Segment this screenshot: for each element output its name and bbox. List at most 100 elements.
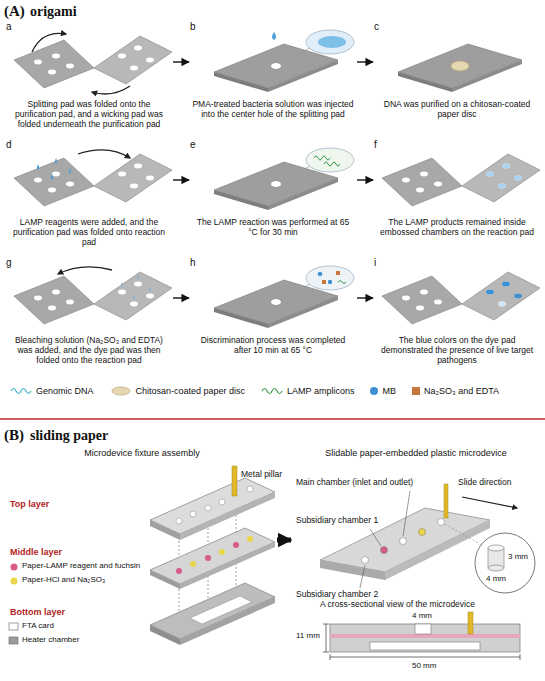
drawing-part [382, 272, 540, 324]
drawing-part [322, 280, 326, 284]
drawing-part [219, 499, 225, 505]
drawing-part [488, 545, 504, 551]
part-label: Subsidiary chamber 2 [296, 590, 378, 599]
drawing-part [280, 48, 310, 64]
step-caption: Splitting pad was folded onto the purifi… [6, 100, 172, 129]
legend-item: LAMP amplicons [261, 386, 354, 396]
view-title: A cross-sectional view of the microdevic… [320, 600, 475, 609]
drawing-part [205, 555, 211, 561]
strand-icon [262, 389, 282, 394]
drawing-part [272, 32, 276, 40]
drawing-part [360, 565, 365, 588]
drawing-part [326, 624, 327, 652]
drawing-part [306, 148, 354, 172]
panel-letter: b [190, 22, 356, 100]
panel-title: origami [30, 4, 77, 19]
flow-arrow [357, 179, 373, 180]
strand-icon [11, 389, 31, 394]
panel-title: sliding paper [30, 428, 108, 443]
panel-c-art [398, 44, 522, 92]
drawing-part [360, 491, 410, 588]
drawing-part [400, 538, 407, 545]
drawing-part [403, 491, 410, 536]
drawing-part [78, 150, 130, 158]
drawing-part [219, 549, 225, 555]
legend: Genomic DNAChitosan-coated paper discLAM… [10, 386, 499, 396]
step-panel: dLAMP reagents were added, and the purif… [6, 140, 172, 247]
step-caption: PMA-treated bacteria solution was inject… [190, 100, 356, 120]
drawing-part [180, 542, 275, 589]
drawing-part [180, 597, 275, 645]
drawing-part [445, 524, 482, 545]
legend-text: Chitosan-coated paper disc [136, 386, 246, 396]
panel-label: (B) [4, 427, 24, 444]
part-label: FTA card [22, 622, 54, 631]
drawing-part [9, 637, 18, 644]
step-caption: The LAMP products remained inside emboss… [374, 218, 540, 238]
drawing-part [323, 624, 520, 660]
dimension: 3 mm [508, 553, 528, 562]
panel-e-art [214, 148, 354, 210]
drawing-part [232, 466, 237, 496]
legend-icon [110, 386, 132, 396]
drawing-part [514, 176, 522, 181]
drawing-part [149, 286, 151, 292]
drawing-part [438, 519, 445, 526]
drawing-part [462, 497, 517, 508]
legend-swatch [412, 387, 420, 395]
drawing-part [468, 612, 473, 634]
flow-arrow [173, 297, 189, 298]
drawing-part [176, 518, 182, 524]
drawing-part [306, 266, 354, 290]
direction-label: Slide direction [458, 478, 511, 487]
drawing-part [362, 519, 445, 564]
drawing-part [58, 267, 112, 274]
drawing-part [121, 282, 123, 288]
flow-arrow [277, 538, 291, 543]
drawing-part [150, 528, 275, 584]
legend-text: LAMP amplicons [287, 386, 354, 396]
drawing-part [314, 156, 330, 160]
drawing-part [498, 184, 506, 189]
legend-item: MB [370, 386, 396, 396]
drawing-part [318, 36, 346, 48]
layer-label: Middle layer [10, 548, 62, 558]
drawing-part [382, 154, 540, 206]
panel-heading: Microdevice fixture assembly [8, 448, 276, 459]
drawing-part [330, 654, 331, 660]
drawing-part [381, 547, 388, 554]
drawing-part [498, 302, 506, 307]
drawing-part [486, 164, 522, 189]
part-label: Heater chamber [22, 636, 79, 645]
dimension: 4 mm [412, 612, 432, 621]
legend-text: Na₂SO₃ and EDTA [424, 386, 499, 396]
drawing-part [205, 505, 211, 511]
panel-letter: e [190, 140, 356, 218]
drawing-part [176, 486, 253, 524]
drawing-part [14, 154, 172, 206]
drawing-part [415, 624, 431, 634]
part-label: Subsidiary chamber 1 [296, 516, 378, 525]
panel-g-art [14, 267, 172, 324]
panel-letter: h [190, 258, 356, 336]
drawing-part [280, 166, 310, 182]
drawing-part [247, 536, 253, 542]
drawing-part [330, 634, 520, 638]
drawing-part [336, 271, 340, 275]
layer-label: Bottom layer [10, 608, 65, 618]
drawing-part [280, 284, 310, 300]
drawing-part [514, 294, 522, 299]
panel-letter: a [6, 22, 172, 100]
drawing-part [150, 520, 180, 540]
drawing-part [338, 281, 346, 284]
step-panel: hDiscrimination process was completed af… [190, 258, 356, 356]
drawing-part [14, 272, 172, 324]
flow-arrow [357, 297, 373, 298]
panel-i-art [382, 272, 540, 324]
legend-text: MB [382, 386, 396, 396]
drawing-part [247, 486, 253, 492]
panel-letter: f [374, 140, 540, 218]
drawing-part [323, 624, 329, 625]
part-label: Metal pillar [241, 470, 282, 479]
cross-section [323, 612, 520, 660]
